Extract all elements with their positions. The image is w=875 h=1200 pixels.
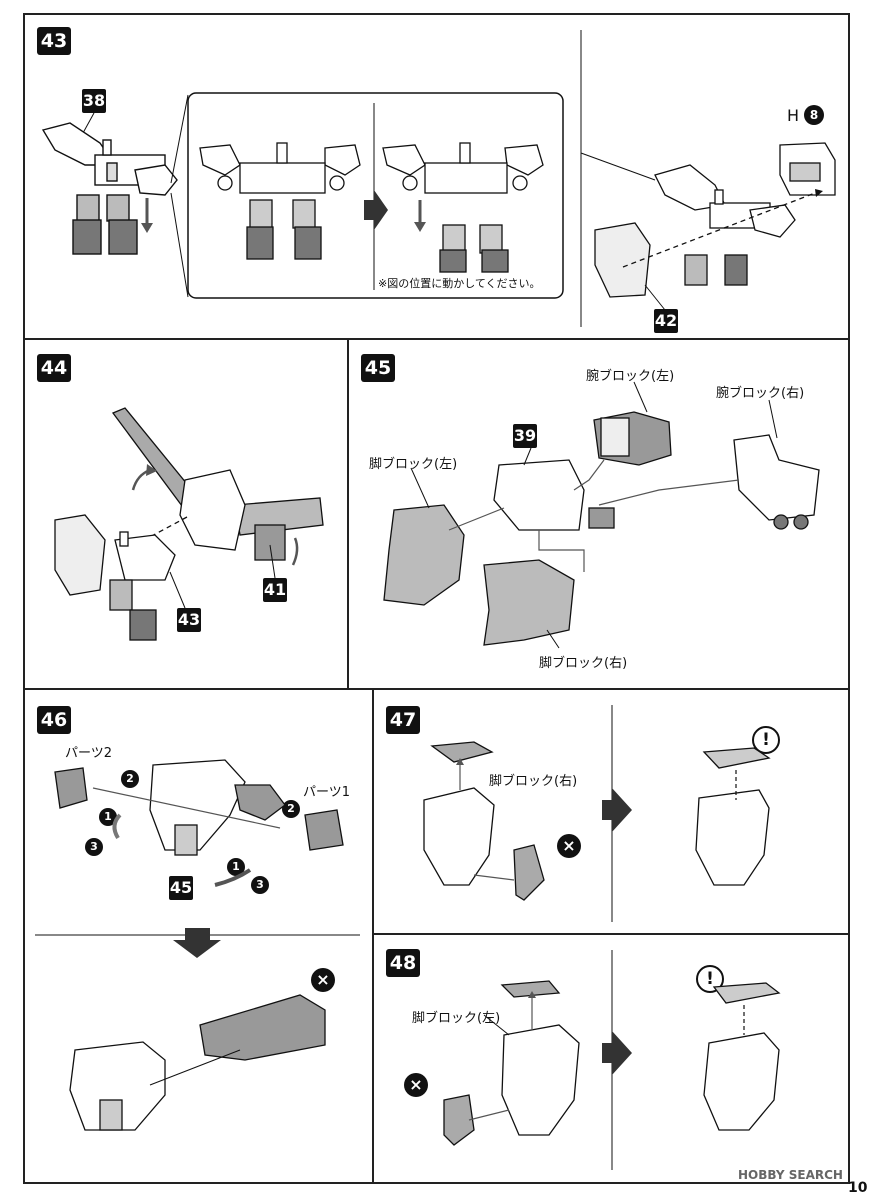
callout-3-left: 3: [85, 838, 103, 856]
inset-note: ※図の位置に動かしてください。: [378, 277, 541, 290]
leg-block-right-label: 脚ブロック(右): [539, 656, 628, 671]
step-number: 48: [386, 949, 420, 977]
ng-mark: ×: [311, 968, 335, 992]
brand-watermark: HOBBY SEARCH: [738, 1168, 843, 1182]
step-43-panel: 43 38: [23, 13, 850, 340]
step-number: 44: [37, 354, 71, 382]
part-number-42: 42: [654, 309, 678, 333]
arm-block-right-label: 腕ブロック(右): [716, 386, 805, 401]
step-45-illustration: [383, 381, 820, 649]
step-46-illustration: [35, 759, 360, 1131]
step-number: 43: [37, 27, 71, 55]
step-number: 47: [386, 706, 420, 734]
step-number: 45: [361, 354, 395, 382]
step-48-panel: 48 脚ブロック(左) × !: [372, 933, 850, 1184]
callout-1-left: 1: [99, 808, 117, 826]
step-44-illustration: [54, 407, 324, 641]
step-44-panel: 44 41 43: [23, 338, 349, 690]
robot-head-43: [54, 514, 176, 641]
robot-assembly-43: [594, 142, 836, 298]
ng-mark: ×: [404, 1073, 428, 1097]
part-h-number: 8: [804, 105, 824, 125]
part2-label: パーツ2: [65, 746, 113, 761]
arm-block-left-label: 腕ブロック(左): [586, 369, 675, 384]
part1-label: パーツ1: [303, 785, 351, 800]
ng-mark: ×: [557, 834, 581, 858]
step-47-panel: 47 脚ブロック(右) × !: [372, 688, 850, 935]
part-number-39: 39: [513, 424, 537, 448]
page-number: 10: [848, 1180, 868, 1196]
robot-38-figure: [41, 122, 178, 255]
leg-block-left-label-48: 脚ブロック(左): [412, 1011, 501, 1026]
part-number-38: 38: [82, 89, 106, 113]
callout-2-right: 2: [282, 800, 300, 818]
robot-front-before: [199, 142, 361, 260]
step-number: 46: [37, 706, 71, 734]
step-48-illustration: [443, 950, 781, 1170]
step-43-illustration: [41, 30, 836, 327]
callout-3-bottom: 3: [251, 876, 269, 894]
step-46-panel: 46 パーツ2 パーツ1 2 2 1 3 1 3 45 ×: [23, 688, 374, 1184]
leg-block-right-label-47: 脚ブロック(右): [489, 774, 578, 789]
part-label-h: H: [787, 106, 800, 125]
part-number-41: 41: [263, 578, 287, 602]
part-number-45: 45: [169, 876, 193, 900]
robot-front-after: [382, 142, 544, 273]
step-45-panel: 45 腕ブロック(左) 腕ブロック(右) 脚ブロック(左) 脚ブロック(右) 3…: [347, 338, 850, 690]
leg-block-left-label: 脚ブロック(左): [369, 457, 458, 472]
part-number-43: 43: [177, 608, 201, 632]
callout-2-left: 2: [121, 770, 139, 788]
callout-1-bottom: 1: [227, 858, 245, 876]
step-47-illustration: [423, 705, 771, 922]
